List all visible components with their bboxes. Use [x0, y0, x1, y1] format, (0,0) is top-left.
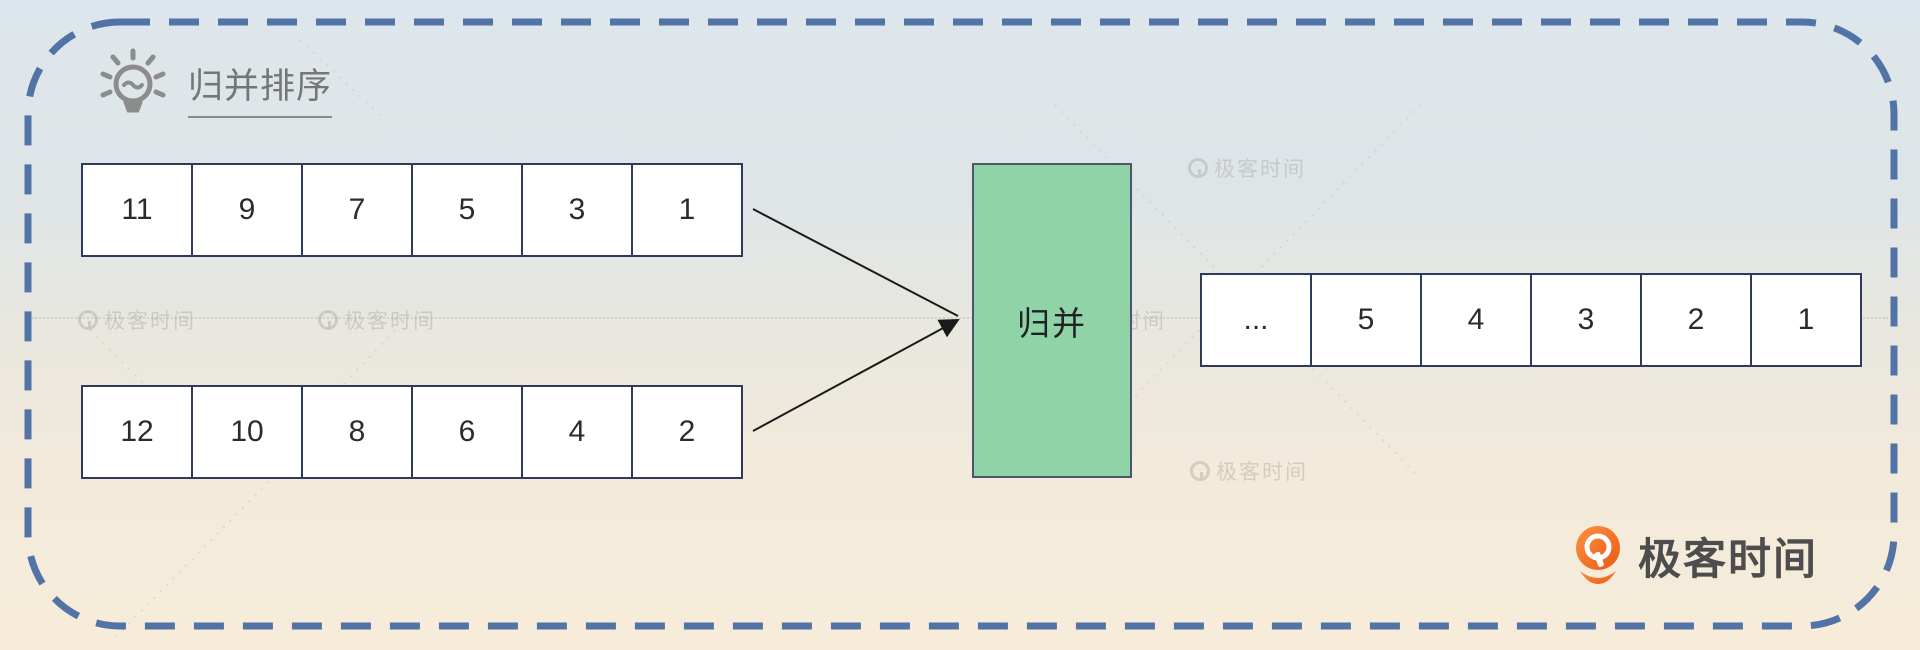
array-cell: 1: [631, 163, 743, 257]
array-cell: 4: [1420, 273, 1532, 367]
array-cell: 12: [81, 385, 193, 479]
array-cell: 11: [81, 163, 193, 257]
diagram-title-block: 归并排序: [96, 44, 333, 124]
array-cell: 5: [411, 163, 523, 257]
watermark-text: 极客时间: [104, 310, 196, 333]
watermark-logo-icon: [1190, 461, 1210, 481]
array-cell: 2: [631, 385, 743, 479]
watermark: 极客时间: [1190, 456, 1308, 486]
brand-logo: 极客时间: [1572, 524, 1818, 588]
array-cell: 3: [1530, 273, 1642, 367]
watermark: 极客时间: [78, 305, 196, 335]
watermark-logo-icon: [78, 310, 98, 330]
array-cell: 10: [191, 385, 303, 479]
brand-logo-icon: [1572, 524, 1626, 588]
page-title: 归并排序: [188, 58, 333, 118]
watermark-logo-icon: [1188, 158, 1208, 178]
array-cell: 8: [301, 385, 413, 479]
watermark-text: 极客时间: [344, 310, 436, 333]
array-cell: 5: [1310, 273, 1422, 367]
array-cell: 7: [301, 163, 413, 257]
merge-box: 归并: [972, 163, 1132, 478]
watermark: 极客时间: [1188, 153, 1306, 183]
array-cell: 2: [1640, 273, 1752, 367]
watermark-text: 极客时间: [1216, 461, 1308, 484]
lightbulb-icon: [96, 44, 170, 124]
array-cell: 4: [521, 385, 633, 479]
array-cell: 1: [1750, 273, 1862, 367]
array-cell: 6: [411, 385, 523, 479]
brand-name: 极客时间: [1638, 536, 1818, 584]
watermark-text: 极客时间: [1214, 158, 1306, 181]
watermark: 极客时间: [318, 305, 436, 335]
array-cell: 9: [191, 163, 303, 257]
watermark-logo-icon: [318, 310, 338, 330]
array-cell: ...: [1200, 273, 1312, 367]
array-cell: 3: [521, 163, 633, 257]
merge-box-label: 归并: [1017, 304, 1087, 342]
